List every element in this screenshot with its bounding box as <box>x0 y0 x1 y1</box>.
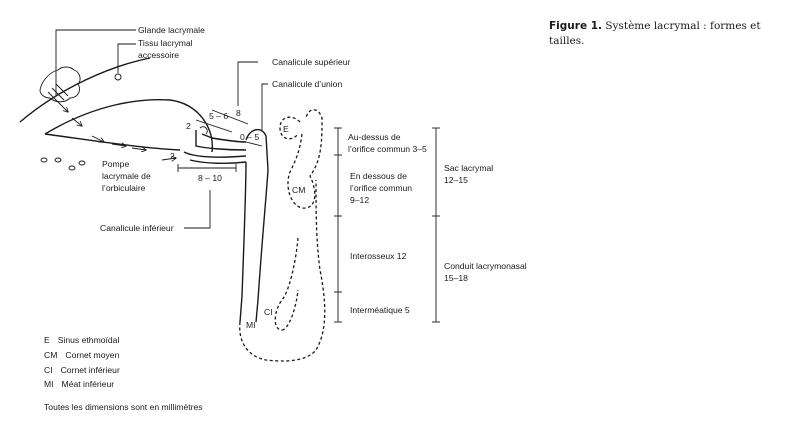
label-pompe: Pompe <box>102 159 129 169</box>
legend-text: Méat inférieur <box>61 379 115 390</box>
legend-text: Sinus ethmoïdal <box>57 335 120 345</box>
measurement-scale <box>334 127 440 323</box>
eye-outline <box>19 57 214 153</box>
legend-row: CI Cornet inférieur <box>44 363 120 378</box>
meas-en-dessous-3: 9–12 <box>350 195 369 205</box>
legend-text: Cornet moyen <box>65 349 120 360</box>
canaliculi <box>183 126 247 165</box>
meas-en-dessous-1: En dessous de <box>350 171 407 181</box>
caption-text: Système lacrymal : formes et tailles. <box>549 20 761 47</box>
lacrimal-sac-duct <box>239 129 269 323</box>
label-e: E <box>283 124 289 134</box>
label-orbiculaire: l’orbiculaire <box>102 183 146 193</box>
label-canalicule-superieur: Canalicule supérieur <box>272 57 350 67</box>
meas-conduit-2: 15–18 <box>444 273 468 283</box>
label-canalicule-union: Canalicule d’union <box>272 79 342 89</box>
meas-sac-1: Sac lacrymal <box>444 163 493 173</box>
legend-abbr: MI <box>44 379 54 390</box>
meas-intermeatique: Interméatique 5 <box>350 305 410 315</box>
dim-0-5: 0 – 5 <box>240 132 259 142</box>
legend-row: CM Cornet moyen <box>44 348 120 363</box>
legend-row: MI Méat inférieur <box>44 377 120 392</box>
label-cm: CM <box>292 185 305 195</box>
dim-2-lower: 2 <box>170 151 175 161</box>
label-glande-lacrymale: Glande lacrymale <box>138 25 205 35</box>
tear-flow-arrows <box>59 103 176 160</box>
dim-2-upper: 2 <box>186 121 191 131</box>
label-ci: CI <box>264 307 273 317</box>
label-tissu-lacrymal: Tissu lacrymal <box>138 38 193 48</box>
label-canalicule-inferieur: Canalicule inférieur <box>100 223 174 233</box>
meas-sac-2: 12–15 <box>444 175 468 185</box>
legend-text: Cornet inférieur <box>60 364 120 375</box>
dimension-lines <box>177 109 263 172</box>
meas-au-dessus-1: Au-dessus de <box>348 132 401 142</box>
label-accessoire: accessoire <box>138 50 179 60</box>
legend-abbr: CM <box>44 349 58 360</box>
nasal-cavity-outline <box>239 109 326 362</box>
dim-5-6: 5 – 6 <box>209 111 228 121</box>
accessory-tissue-circle <box>114 73 122 81</box>
accessory-glands <box>40 157 86 171</box>
legend: E Sinus ethmoïdal CM Cornet moyen CI Cornet… <box>44 333 120 392</box>
meas-conduit-1: Conduit lacrymonasal <box>444 261 527 271</box>
lacrimal-gland <box>39 66 81 105</box>
units-note: Toutes les dimensions sont en millimètre… <box>44 402 203 412</box>
label-lacrymale-de: lacrymale de <box>102 171 151 181</box>
caption-label: Figure 1. <box>549 20 603 32</box>
legend-abbr: CI <box>44 364 53 375</box>
legend-abbr: E <box>44 335 50 345</box>
label-mi: MI <box>246 320 256 330</box>
dim-8-10: 8 – 10 <box>198 173 222 183</box>
leader-lines <box>55 29 268 229</box>
meas-en-dessous-2: l’orifice commun <box>350 183 412 193</box>
meas-interosseux: Interosseux 12 <box>350 251 407 261</box>
figure-caption: Figure 1. Système lacrymal : formes et t… <box>549 19 777 48</box>
dim-8: 8 <box>236 108 241 118</box>
legend-row: E Sinus ethmoïdal <box>44 333 120 348</box>
meas-au-dessus-2: l’orifice commun 3–5 <box>348 144 427 154</box>
